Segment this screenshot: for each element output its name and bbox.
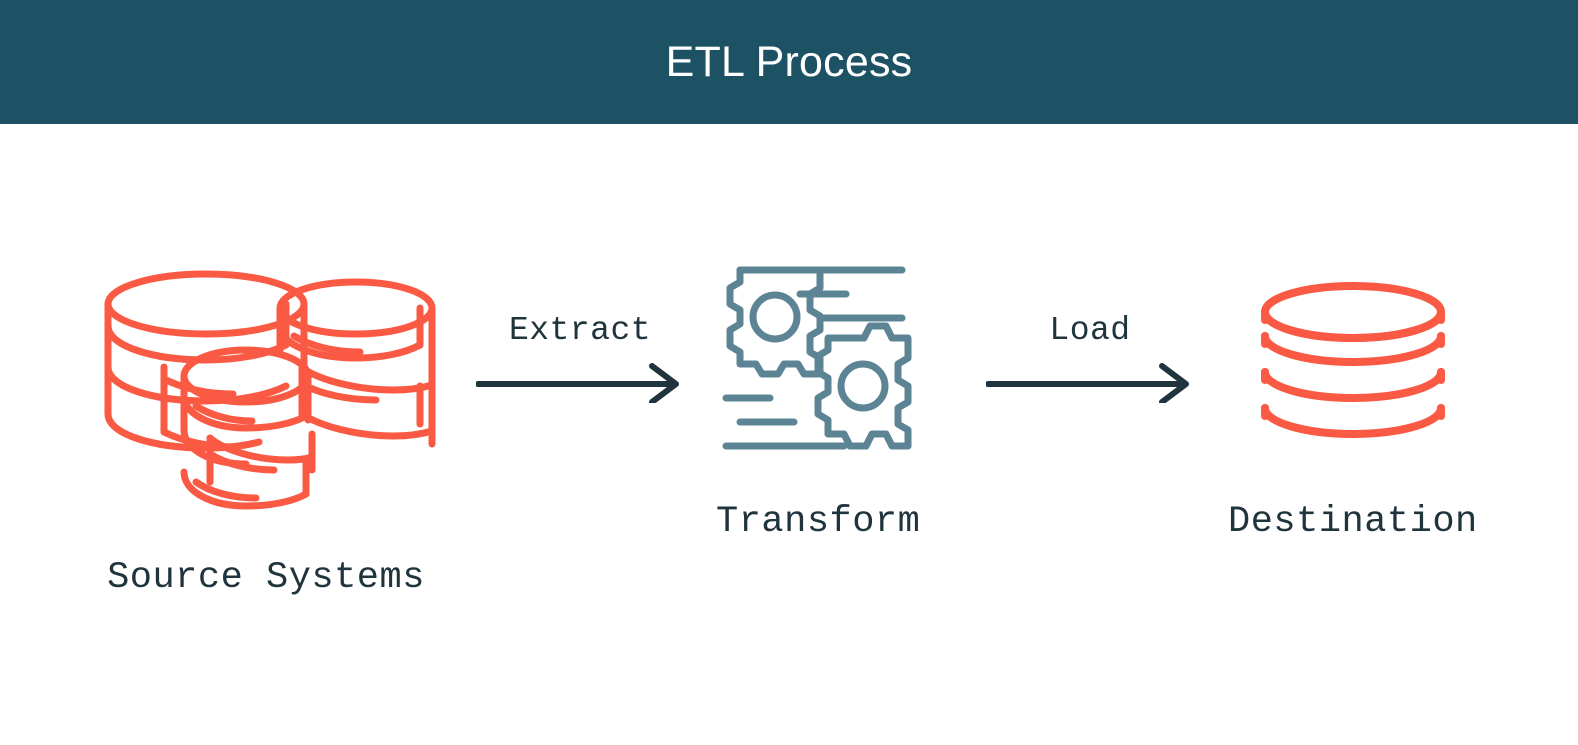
node-transform-label: Transform (716, 501, 921, 543)
database-stack-icon (1260, 282, 1445, 438)
node-source-systems: Source Systems (96, 264, 436, 597)
edge-extract: Extract (476, 314, 684, 403)
diagram-stage: Source Systems Extract (0, 124, 1578, 745)
arrow-right-icon (476, 363, 679, 403)
gears-icon (722, 266, 912, 450)
edge-load: Load (986, 314, 1194, 403)
database-back-right-icon (276, 278, 436, 448)
header-bar: ETL Process (0, 0, 1578, 124)
edge-extract-label: Extract (508, 312, 652, 349)
node-source-systems-label: Source Systems (107, 557, 425, 599)
node-destination-label: Destination (1228, 501, 1478, 543)
edge-load-label: Load (1049, 312, 1131, 349)
database-front-center-icon (180, 346, 316, 510)
arrow-right-icon (986, 363, 1189, 403)
node-destination: Destination (1228, 276, 1478, 541)
node-transform: Transform (716, 264, 920, 541)
page-title: ETL Process (665, 37, 913, 86)
